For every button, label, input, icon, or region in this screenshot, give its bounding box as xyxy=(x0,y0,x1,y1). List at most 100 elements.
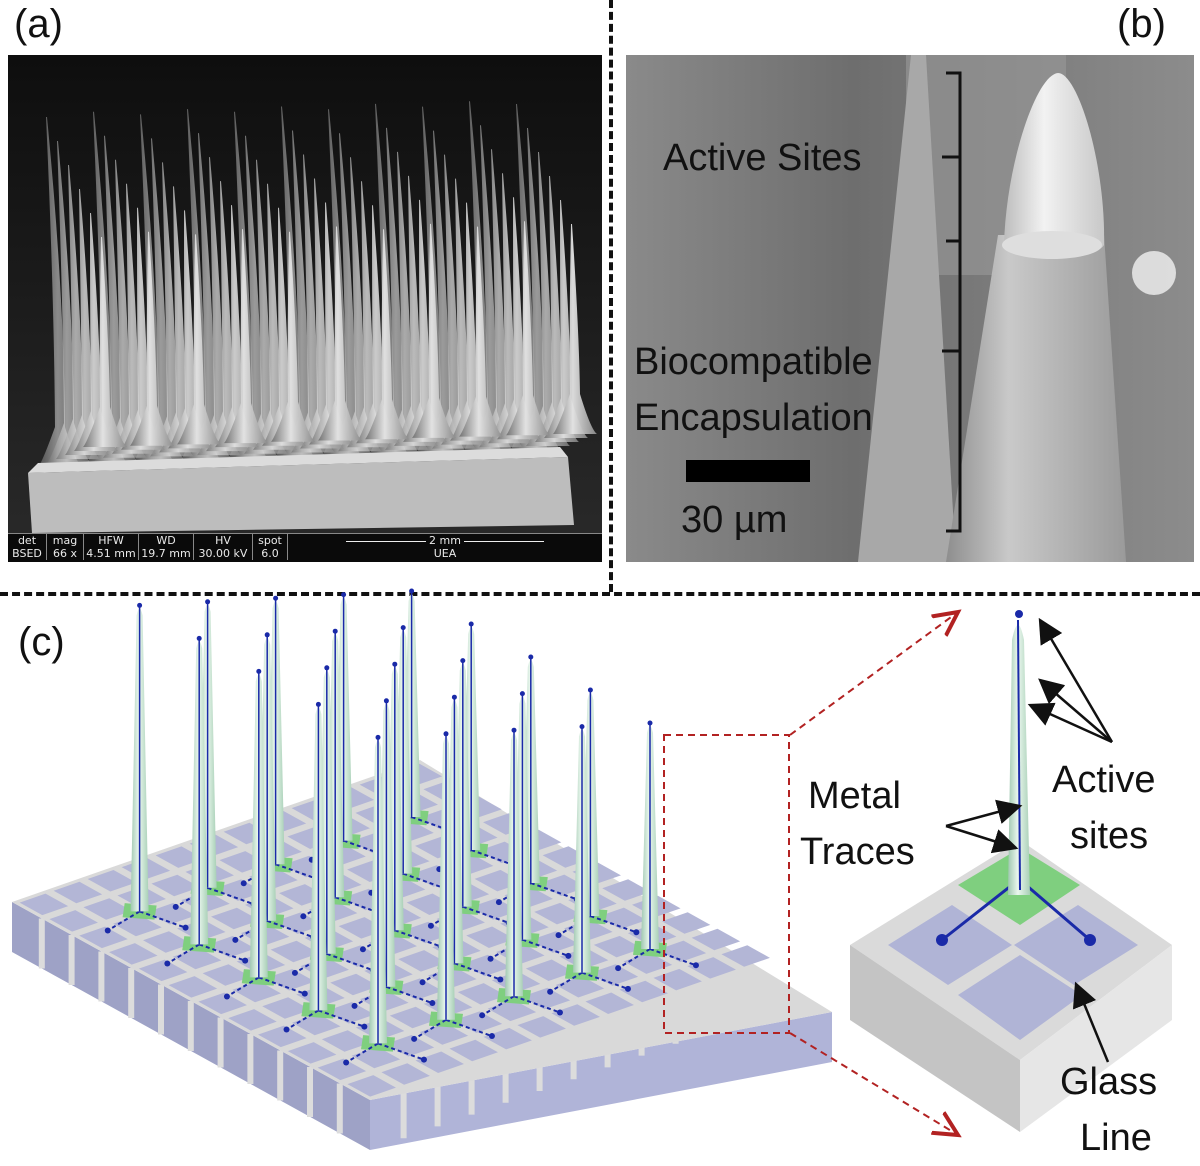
sem-needle xyxy=(470,125,514,452)
sem-needle xyxy=(365,229,409,440)
grid-tile xyxy=(389,792,438,814)
microneedle xyxy=(309,707,328,1011)
electrode-pad xyxy=(505,931,540,948)
grid-tile xyxy=(478,841,528,864)
grid-tile xyxy=(291,799,341,821)
electrode-pad xyxy=(190,879,225,897)
sem-needle xyxy=(356,205,400,444)
microneedle xyxy=(394,630,413,874)
grid-tile xyxy=(151,874,200,897)
sem-needle xyxy=(262,207,306,446)
electrode-pad xyxy=(513,874,548,892)
grid-tile xyxy=(181,891,230,913)
grid-tile xyxy=(172,947,222,970)
grid-tile xyxy=(398,950,447,972)
grid-tile xyxy=(512,829,562,852)
grid-tile xyxy=(279,884,328,906)
sem-needle xyxy=(508,104,552,454)
grid-tile xyxy=(304,928,354,951)
microneedle xyxy=(573,729,591,973)
grid-tile xyxy=(177,919,226,942)
electrode-pad xyxy=(565,964,599,981)
grid-tile xyxy=(385,1034,435,1057)
grid-tile xyxy=(585,992,634,1015)
grid-tile xyxy=(462,954,511,977)
grid-tile xyxy=(466,926,515,949)
grid-tile xyxy=(147,902,196,925)
sem-needle xyxy=(320,109,364,460)
grid-tile xyxy=(423,780,472,802)
sem-needle xyxy=(318,226,362,441)
sem-needle xyxy=(423,130,467,453)
grid-tile xyxy=(155,846,205,868)
microneedle xyxy=(581,693,600,916)
microneedle xyxy=(445,700,464,964)
sem-needle xyxy=(526,152,570,446)
sem-needle xyxy=(461,101,505,456)
electrode-pad xyxy=(250,912,285,930)
microneedle xyxy=(258,637,277,921)
sem-needle xyxy=(224,229,268,444)
grid-tile xyxy=(83,898,132,920)
active-sites-c-label-line2: sites xyxy=(1070,815,1149,857)
sem-needle xyxy=(367,103,411,458)
grid-tile xyxy=(406,893,456,916)
glass-line-label-line2: Line xyxy=(1080,1117,1152,1159)
electrode-pad xyxy=(258,855,293,873)
sem-needle xyxy=(168,210,212,449)
grid-tile xyxy=(287,1042,337,1064)
grid-tile xyxy=(432,938,481,960)
electrode-pad xyxy=(241,969,276,986)
sem-scale-bar: 2 mm xyxy=(288,534,602,547)
electrode-pad xyxy=(386,865,421,882)
grid-tile xyxy=(215,879,264,901)
grid-tile xyxy=(189,834,239,857)
sem-needle xyxy=(291,154,335,453)
grid-tile xyxy=(381,848,430,871)
microneedle xyxy=(513,696,532,940)
sem-needle xyxy=(479,149,523,448)
scale-bar-label: 30 µm xyxy=(681,499,788,541)
electrode-pad xyxy=(309,945,344,963)
sem-needle xyxy=(121,207,165,450)
grid-tile xyxy=(49,910,98,932)
encapsulation-label-line1: Biocompatible xyxy=(634,341,873,383)
grid-tile xyxy=(313,872,362,894)
electrode-pad xyxy=(437,954,472,972)
zoom-box xyxy=(663,734,790,1034)
grid-tile xyxy=(661,912,711,934)
grid-tile xyxy=(491,971,541,993)
grid-tile xyxy=(423,994,473,1017)
grid-tile xyxy=(342,888,392,911)
sem-needle xyxy=(141,138,185,461)
electrode-pad xyxy=(318,888,353,906)
electrode-pad xyxy=(361,1035,395,1052)
grid-tile xyxy=(602,879,651,901)
sem-needle xyxy=(215,205,259,448)
microneedle-array-sem xyxy=(8,55,602,562)
grid-tile xyxy=(249,867,298,890)
sem-needle xyxy=(85,111,129,466)
grid-tile xyxy=(410,865,460,887)
electrode-pad xyxy=(369,978,404,996)
grid-tile xyxy=(317,1058,367,1081)
sem-needle xyxy=(271,231,315,442)
grid-tile xyxy=(376,876,426,899)
grid-tile xyxy=(211,907,260,930)
grid-tile xyxy=(287,827,336,850)
grid-tile xyxy=(521,987,571,1010)
grid-tile xyxy=(232,980,281,1003)
grid-tile xyxy=(538,874,587,897)
grid-tile xyxy=(185,862,234,885)
grid-tile xyxy=(415,836,464,859)
grid-tile xyxy=(508,858,558,880)
sem-needle xyxy=(309,202,353,445)
grid-tile xyxy=(274,912,324,934)
grid-tile xyxy=(262,997,311,1019)
microneedle xyxy=(249,674,268,978)
